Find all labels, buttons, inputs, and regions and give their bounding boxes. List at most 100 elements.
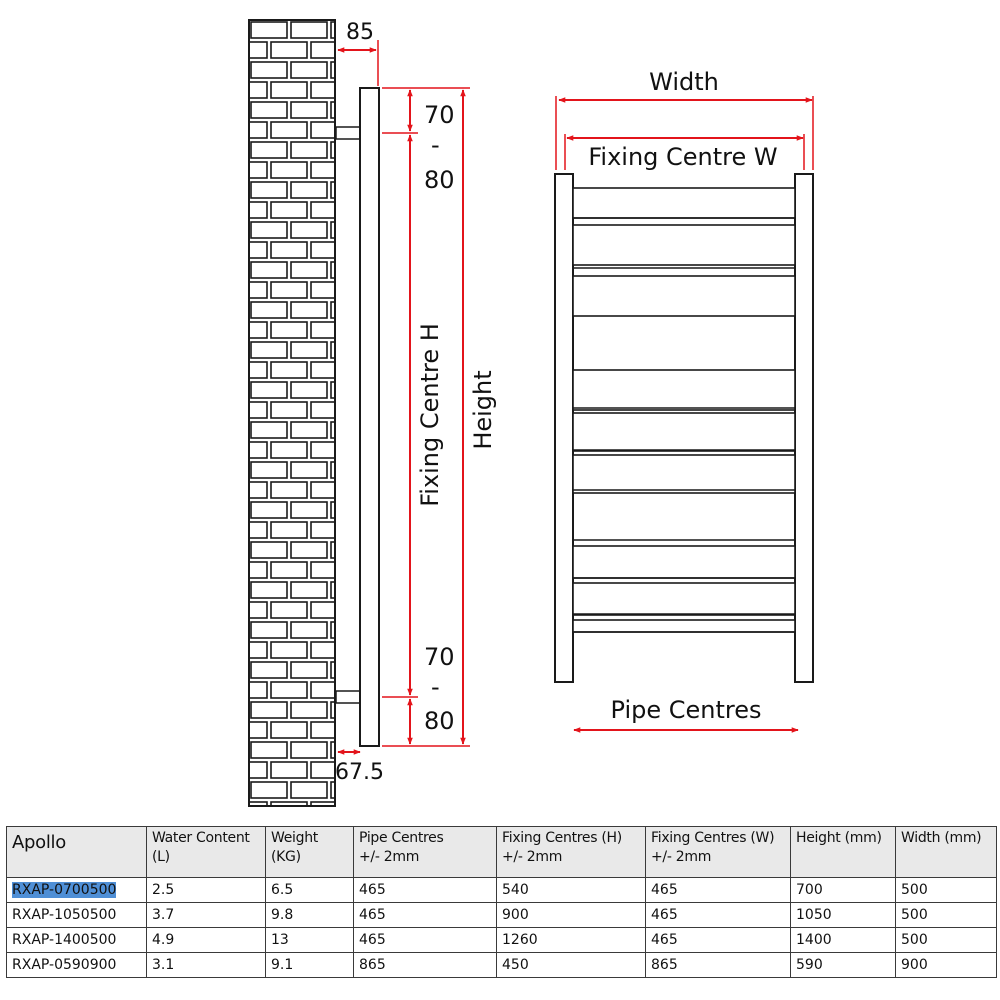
- table-cell: 3.7: [146, 902, 266, 928]
- brick: [310, 441, 335, 459]
- table-cell: 13: [265, 927, 354, 953]
- cell-text: 9.8: [271, 907, 294, 923]
- brick: [249, 561, 268, 579]
- cell-text: 900: [901, 957, 928, 973]
- brick: [270, 281, 308, 299]
- cell-text: 500: [901, 932, 928, 948]
- brick: [330, 21, 335, 39]
- column-header-text: Width (mm): [901, 830, 982, 846]
- brick: [270, 761, 308, 779]
- brick: [330, 741, 335, 759]
- column-header: Fixing Centres (W)+/- 2mm: [645, 826, 791, 878]
- table-cell: 465: [645, 927, 791, 953]
- right-upright: [794, 173, 814, 683]
- brick: [310, 681, 335, 699]
- brick: [290, 781, 328, 799]
- model-cell: RXAP-0590900: [6, 952, 147, 978]
- table-cell: 500: [895, 927, 997, 953]
- brick: [270, 721, 308, 739]
- brick: [310, 81, 335, 99]
- column-header-text: Weight: [271, 830, 318, 846]
- bricks: [249, 21, 335, 806]
- column-header: Width (mm): [895, 826, 997, 878]
- brick: [310, 521, 335, 539]
- column-header: Water Content(L): [146, 826, 266, 878]
- table-cell: 465: [645, 902, 791, 928]
- towel-rail: [572, 187, 796, 219]
- brick: [249, 521, 268, 539]
- radiator-side-profile: [359, 87, 380, 747]
- cell-text: 900: [502, 907, 529, 923]
- brick: [250, 181, 288, 199]
- brick: [330, 621, 335, 639]
- model-cell: RXAP-1050500: [6, 902, 147, 928]
- column-header-text: Height (mm): [796, 830, 882, 846]
- brick: [290, 261, 328, 279]
- cell-text: RXAP-1050500: [12, 907, 117, 923]
- brick: [290, 701, 328, 719]
- column-header-text: +/- 2mm: [651, 849, 712, 865]
- towel-rail: [572, 412, 796, 452]
- brick: [330, 221, 335, 239]
- cell-text: 4.9: [152, 932, 175, 948]
- brick: [270, 441, 308, 459]
- brick: [290, 421, 328, 439]
- brick: [310, 761, 335, 779]
- brick-wall: [248, 19, 336, 807]
- brick: [270, 241, 308, 259]
- table-cell: 4.9: [146, 927, 266, 953]
- table-cell: 500: [895, 902, 997, 928]
- cell-text: 465: [651, 932, 678, 948]
- brick: [330, 661, 335, 679]
- brick: [310, 41, 335, 59]
- brick: [270, 481, 308, 499]
- towel-rail: [572, 582, 796, 616]
- column-header-text: Apollo: [12, 832, 66, 853]
- brick: [310, 321, 335, 339]
- cell-text: 3.1: [152, 957, 175, 973]
- table-cell: 1260: [496, 927, 646, 953]
- brick: [310, 201, 335, 219]
- brick: [310, 601, 335, 619]
- brick: [310, 801, 335, 806]
- brick: [330, 61, 335, 79]
- brick: [270, 521, 308, 539]
- wall-offset-top-label: 85: [346, 20, 374, 45]
- brick: [250, 301, 288, 319]
- brick: [250, 741, 288, 759]
- brick: [310, 361, 335, 379]
- column-header: Apollo: [6, 826, 147, 878]
- brick: [290, 741, 328, 759]
- brick: [330, 301, 335, 319]
- brick: [330, 141, 335, 159]
- brick: [249, 121, 268, 139]
- model-cell: RXAP-1400500: [6, 927, 147, 953]
- towel-rail: [572, 545, 796, 579]
- column-header-text: Pipe Centres: [359, 830, 444, 846]
- brick: [250, 61, 288, 79]
- brick: [249, 481, 268, 499]
- brick: [249, 361, 268, 379]
- towel-rail: [572, 224, 796, 266]
- cell-text: 865: [359, 957, 386, 973]
- brick: [330, 461, 335, 479]
- brick: [270, 641, 308, 659]
- column-header: Pipe Centres+/- 2mm: [353, 826, 497, 878]
- cell-text: 865: [651, 957, 678, 973]
- brick: [249, 441, 268, 459]
- cell-text: 700: [796, 882, 823, 898]
- brick: [310, 561, 335, 579]
- brick: [330, 421, 335, 439]
- brick: [249, 401, 268, 419]
- cell-text: 1050: [796, 907, 832, 923]
- towel-rail: [572, 275, 796, 317]
- brick: [249, 321, 268, 339]
- cell-text: RXAP-1400500: [12, 932, 117, 948]
- brick: [270, 361, 308, 379]
- cell-text: 590: [796, 957, 823, 973]
- cell-text: 500: [901, 907, 928, 923]
- cell-text: 450: [502, 957, 529, 973]
